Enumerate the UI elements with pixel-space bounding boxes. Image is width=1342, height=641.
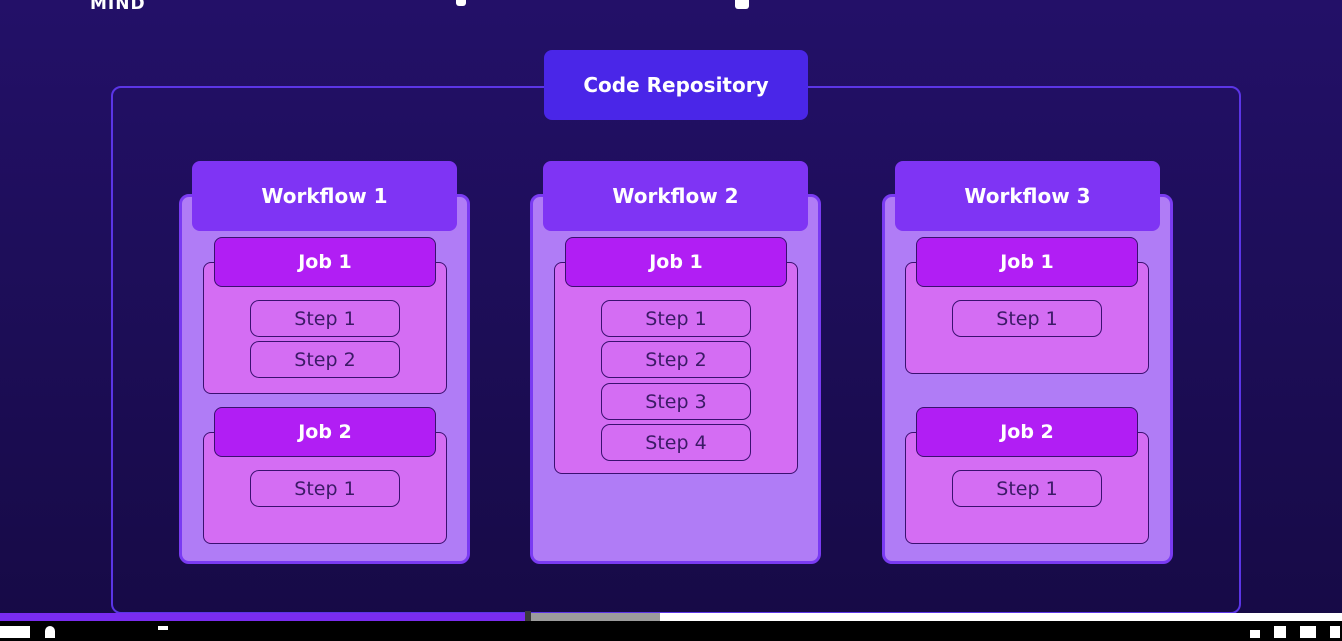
workflow-2-job-1-label: Job 1 [565,237,787,287]
video-control-bar [0,621,1342,641]
workflow-1-job-2-label: Job 2 [214,407,436,457]
title-glyph-fragment [735,0,749,9]
share-icon[interactable] [1250,630,1260,638]
title-glyph-fragment [456,0,466,6]
workflow-2-job-1-step-3: Step 3 [601,383,751,420]
play-icon[interactable] [0,626,30,638]
workflow-1-label: Workflow 1 [192,161,457,231]
replay-icon[interactable] [45,626,55,638]
workflow-1-job-1-step-1: Step 1 [250,300,400,337]
workflow-1-job-1-step-2: Step 2 [250,341,400,378]
subtitles-icon[interactable] [1274,626,1286,638]
workflow-1-job-1-label: Job 1 [214,237,436,287]
workflow-2-job-1-step-4: Step 4 [601,424,751,461]
settings-icon[interactable] [1300,626,1316,638]
workflow-2-job-1-step-1: Step 1 [601,300,751,337]
volume-icon[interactable] [158,626,168,630]
workflow-2-label: Workflow 2 [543,161,808,231]
fullscreen-icon[interactable] [1330,626,1340,638]
code-repository-label: Code Repository [544,50,808,120]
video-progress-bar[interactable] [0,611,1342,623]
workflow-2-job-1-step-2: Step 2 [601,341,751,378]
workflow-3-job-2-label: Job 2 [916,407,1138,457]
brand-logo: MIND [90,0,146,14]
workflow-1-job-2-step-1: Step 1 [250,470,400,507]
workflow-3-job-1-step-1: Step 1 [952,300,1102,337]
workflow-3-job-1-label: Job 1 [916,237,1138,287]
workflow-3-label: Workflow 3 [895,161,1160,231]
video-played-bar [0,613,528,621]
workflow-3-job-2-step-1: Step 1 [952,470,1102,507]
video-scrubber-handle[interactable] [525,611,532,623]
